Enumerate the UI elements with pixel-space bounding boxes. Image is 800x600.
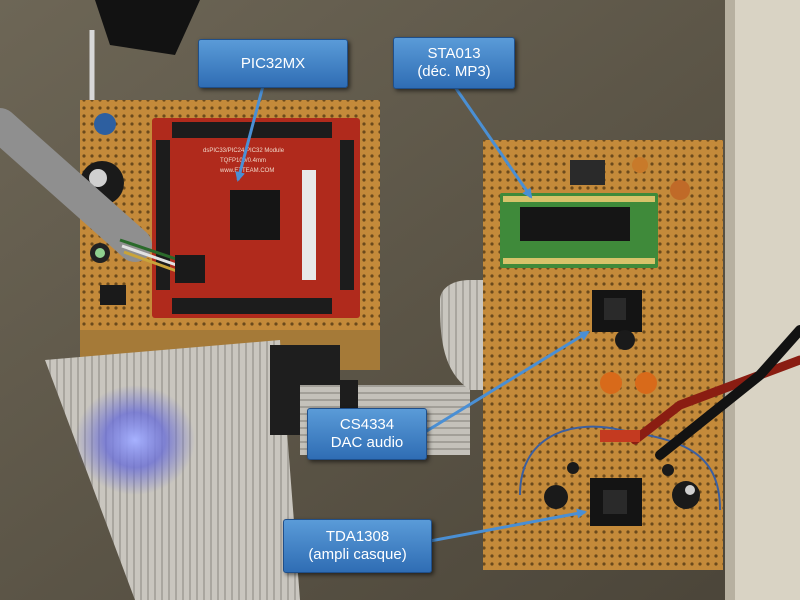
blue-led-glow xyxy=(75,385,195,495)
callout-sta013-line2: (déc. MP3) xyxy=(417,63,491,80)
box-wall xyxy=(725,0,800,600)
callout-tda1308: TDA1308 (ampli casque) xyxy=(283,519,432,573)
callout-cs4334-line2: DAC audio xyxy=(330,434,404,451)
black-object xyxy=(95,0,200,55)
callout-sta013: STA013 (déc. MP3) xyxy=(393,37,515,89)
module-silk-1: dsPIC33/PIC24/PIC32 Module xyxy=(203,148,285,154)
sta013-adapter xyxy=(500,193,658,268)
module-silk-2: TQFP100/0.4mm xyxy=(220,158,266,164)
callout-tda1308-line2: (ampli casque) xyxy=(308,546,407,563)
pic32-module: dsPIC33/PIC24/PIC32 Module TQFP100/0.4mm… xyxy=(152,118,360,318)
module-silk-3: www.ETTEAM.COM xyxy=(219,168,274,174)
callout-pic32mx: PIC32MX xyxy=(198,39,348,88)
callout-tda1308-line1: TDA1308 xyxy=(325,528,390,545)
callout-pic32mx-line1: PIC32MX xyxy=(240,54,306,72)
probe-cable-black xyxy=(655,325,800,460)
grey-cable xyxy=(0,108,152,262)
callout-sta013-line1: STA013 xyxy=(427,45,481,62)
callout-cs4334-line1: CS4334 xyxy=(339,416,395,433)
callout-cs4334: CS4334 DAC audio xyxy=(307,408,427,460)
